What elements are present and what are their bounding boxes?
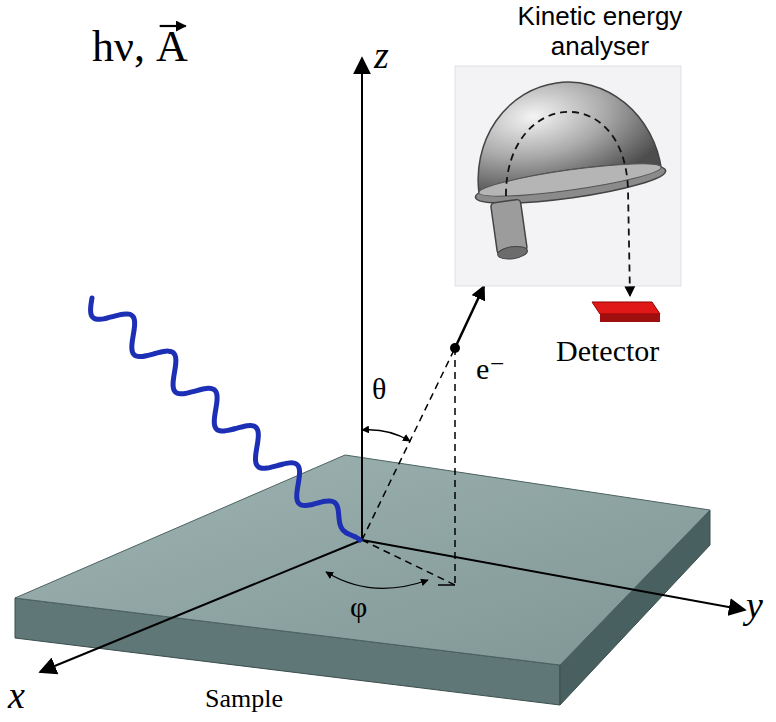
projection-foot bbox=[438, 584, 455, 586]
photon-label: hν, A bbox=[92, 22, 188, 73]
analyser-title: Kinetic energy analyser bbox=[465, 2, 735, 62]
axis-label: z bbox=[374, 34, 389, 78]
detector bbox=[592, 302, 660, 314]
axis-label: y bbox=[746, 584, 763, 628]
photon-wave bbox=[91, 298, 360, 540]
angle-label: θ bbox=[372, 372, 386, 407]
analyser bbox=[455, 66, 681, 296]
detector-side bbox=[600, 314, 660, 322]
angle-label: φ bbox=[350, 590, 367, 625]
z-axis bbox=[361, 58, 363, 540]
axis-label: x bbox=[8, 674, 25, 718]
inplane-projection bbox=[362, 540, 455, 585]
theta-arc bbox=[362, 430, 410, 441]
x-axis bbox=[40, 540, 362, 672]
electron-label: e⁻ bbox=[476, 352, 505, 387]
y-axis bbox=[362, 540, 745, 610]
sample-label: Sample bbox=[205, 684, 283, 714]
projection-line bbox=[454, 348, 456, 585]
electron-arrow bbox=[455, 286, 484, 348]
emission-line bbox=[362, 348, 455, 540]
phi-arc bbox=[326, 572, 428, 588]
detector-label: Detector bbox=[556, 334, 659, 369]
